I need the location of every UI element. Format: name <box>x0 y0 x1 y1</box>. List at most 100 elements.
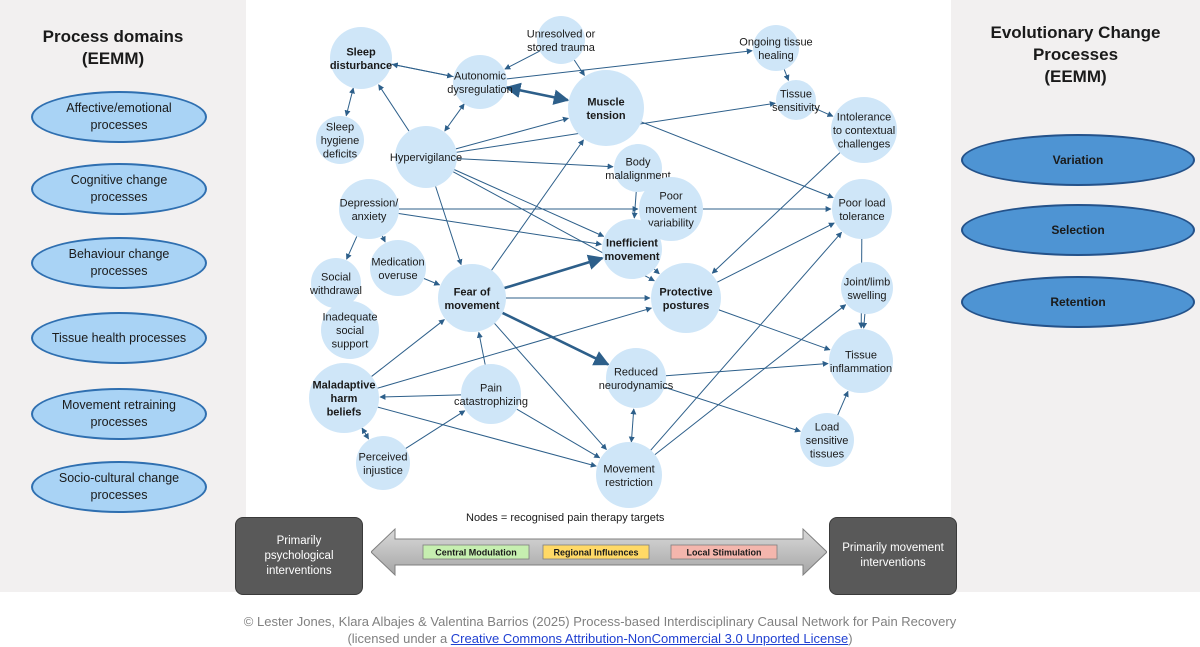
node-label: Hypervigilance <box>390 152 462 164</box>
process-domains-panel: Process domains (EEMM) Affective/emotion… <box>0 0 246 592</box>
node-label: Medication <box>371 256 424 268</box>
spectrum-label-0: Central Modulation <box>435 548 517 558</box>
node-label: Poor <box>659 191 683 203</box>
intervention-spectrum-arrow: Central Modulation Regional Influences Loc… <box>371 527 827 577</box>
edge-tissue-heal-to-tissue-sens <box>783 69 790 81</box>
license-line: (licensed under a Creative Commons Attri… <box>347 631 853 646</box>
edge-trauma-to-autonomic <box>504 50 540 70</box>
edge-fear-to-muscle <box>491 139 584 271</box>
psychological-interventions-box: Primarily psychological interventions <box>235 517 363 595</box>
edge-muscle-to-poor-load <box>641 121 834 199</box>
node-label: to contextual <box>833 125 895 137</box>
node-label: restriction <box>605 477 653 489</box>
node-label: beliefs <box>327 407 362 419</box>
evo-pill-selection: Selection <box>961 204 1195 256</box>
node-label: support <box>332 339 369 351</box>
node-circle <box>311 258 361 308</box>
node-circle <box>614 144 662 192</box>
spectrum-box-2 <box>670 544 778 560</box>
evo-pill-retention: Retention <box>961 276 1195 328</box>
edge-maladaptive-to-fear <box>371 319 445 377</box>
node-label: Movement <box>603 463 654 475</box>
node-hypervig: Hypervigilance <box>390 126 462 188</box>
node-label: Fear of <box>454 286 491 298</box>
node-label: Tissue <box>780 88 812 100</box>
node-circle <box>316 116 364 164</box>
node-label: Intolerance <box>837 112 891 124</box>
node-medication: Medication overuse <box>370 240 426 296</box>
edge-hypervig-to-sleep <box>378 84 410 132</box>
edge-intolerance-to-protective <box>711 152 841 274</box>
edge-hypervig-to-muscle <box>455 116 569 150</box>
node-label: tension <box>586 110 625 122</box>
node-label: Perceived <box>359 451 408 463</box>
node-label: Social <box>321 271 351 283</box>
edge-hypervig-to-fear <box>435 186 463 266</box>
node-autonomic: Autonomic dysregulation <box>447 55 513 109</box>
nodes-legend-note: Nodes = recognised pain therapy targets <box>466 512 665 524</box>
node-label: Poor load <box>838 197 885 209</box>
node-label: postures <box>663 300 709 312</box>
node-label: Depression/ <box>340 197 400 209</box>
node-circle <box>651 263 721 333</box>
node-circle <box>832 179 892 239</box>
node-circle <box>568 70 644 146</box>
node-label: harm <box>331 393 358 405</box>
edge-maladaptive-to-perceived <box>361 427 370 440</box>
node-circle <box>841 262 893 314</box>
edge-protective-to-poor-load <box>717 222 835 283</box>
node-circle <box>831 97 897 163</box>
edge-hypervig-to-ineff <box>454 169 605 237</box>
node-label: overuse <box>378 270 417 282</box>
spectrum-box-0 <box>422 544 530 560</box>
edge-pain-cat-to-maladaptive <box>379 393 462 400</box>
node-circle <box>370 240 426 296</box>
process-domains-title: Process domains (EEMM) <box>42 27 184 68</box>
domain-pill-affective: Affective/emotional processes <box>31 91 207 143</box>
node-label: Inadequate <box>322 312 377 324</box>
node-circle <box>800 413 854 467</box>
edge-load-sens-to-tissue-infl <box>837 390 849 416</box>
node-label: sensitive <box>806 435 849 447</box>
edge-autonomic-to-sleep <box>391 62 454 78</box>
node-circle <box>453 55 507 109</box>
node-circle <box>321 301 379 359</box>
node-label: hygiene <box>321 135 360 147</box>
node-circle <box>339 179 399 239</box>
edge-autonomic-to-tissue-heal <box>506 48 753 80</box>
spectrum-label-2: Local Stimulation <box>686 548 761 558</box>
spectrum-label-1: Regional Influences <box>553 548 638 558</box>
edge-sleep-to-sleep-hyg <box>344 87 355 117</box>
node-label: Autonomic <box>454 70 506 82</box>
node-label: Protective <box>659 286 712 298</box>
node-label: inflammation <box>830 363 892 375</box>
node-label: Joint/limb <box>844 276 890 288</box>
edge-maladaptive-to-protective <box>377 306 653 389</box>
node-label: Sleep <box>346 46 376 58</box>
node-label: Maladaptive <box>313 380 376 392</box>
edge-move-restr-to-poor-load <box>650 231 842 451</box>
node-label: anxiety <box>352 211 387 223</box>
node-label: dysregulation <box>447 84 512 96</box>
edge-move-restr-to-joint <box>654 304 847 456</box>
node-label: Unresolved or <box>527 28 596 40</box>
node-circle <box>639 177 703 241</box>
node-circle <box>537 16 585 64</box>
node-label: deficits <box>323 149 358 161</box>
domain-pill-movement-retraining: Movement retraining processes <box>31 388 207 440</box>
node-circle <box>438 264 506 332</box>
edge-maladaptive-to-move-restr <box>377 406 597 468</box>
license-link[interactable]: Creative Commons Attribution-NonCommerci… <box>450 631 849 646</box>
node-circle <box>330 27 392 89</box>
edge-autonomic-to-muscle <box>504 82 570 105</box>
edge-protective-to-tissue-infl <box>718 309 831 351</box>
